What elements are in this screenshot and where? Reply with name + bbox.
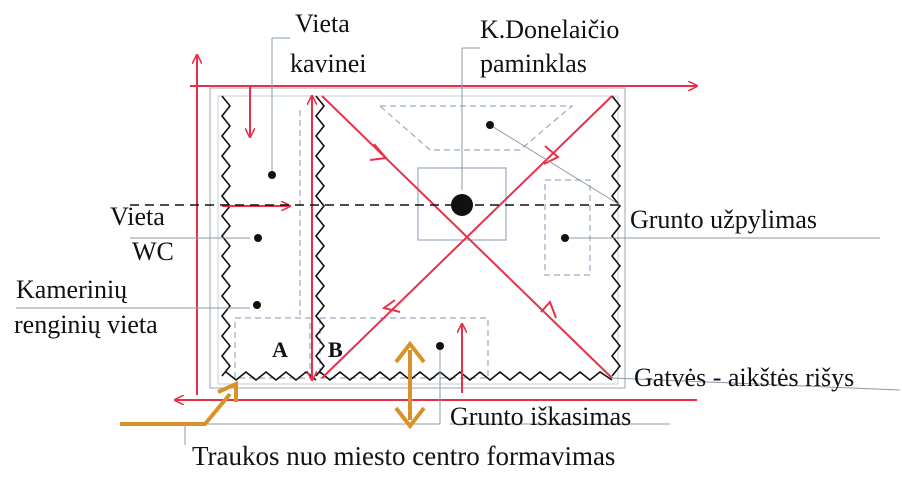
leader-lines	[16, 37, 901, 445]
label-vieta-kavinei-1: Vieta	[295, 9, 350, 38]
red-frame-arrows	[175, 55, 697, 400]
zigzag-walls	[220, 95, 622, 382]
label-vieta-kavinei-2: kavinei	[290, 49, 367, 78]
label-grunto-uzpylimas: Grunto užpylimas	[630, 205, 817, 234]
dashed-zones	[234, 105, 591, 379]
label-vieta-wc-1: Vieta	[110, 202, 165, 231]
site-inner-boundary	[217, 95, 619, 385]
label-vieta-wc-2: WC	[132, 237, 174, 266]
label-gatves-aikstes: Gatvės - aikštės rišys	[634, 363, 854, 392]
label-kameriniu-1: Kamerinių	[16, 275, 128, 304]
label-grunto-iskasimas: Grunto iškasimas	[450, 402, 631, 431]
zone-label-a: A	[272, 337, 288, 362]
label-traukos: Traukos nuo miesto centro formavimas	[192, 441, 615, 471]
red-diagonals	[321, 95, 613, 379]
label-donelaicio-1: K.Donelaičio	[480, 15, 619, 44]
monument-dot	[451, 194, 473, 216]
label-kameriniu-2: renginių vieta	[14, 310, 158, 339]
site-points	[253, 121, 569, 350]
orange-arrows	[120, 340, 426, 430]
label-donelaicio-2: paminklas	[480, 49, 587, 78]
zone-label-b: B	[328, 337, 343, 362]
